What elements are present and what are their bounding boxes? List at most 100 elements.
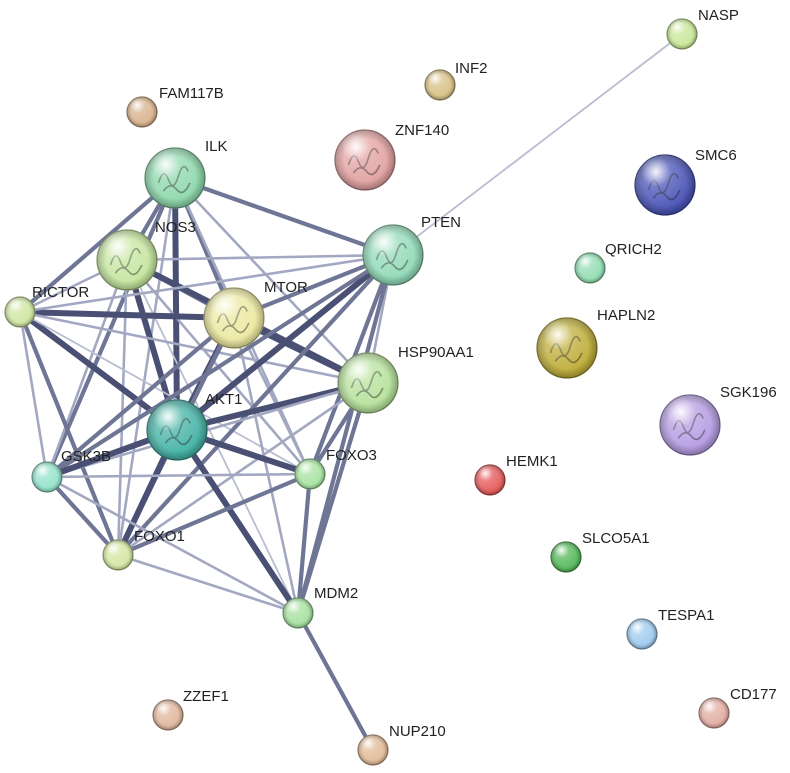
edge-pten-gsk3b: [44, 252, 396, 480]
node-gloss: [358, 735, 388, 765]
node-gloss: [660, 395, 720, 455]
node-label-foxo1: FOXO1: [134, 528, 185, 545]
node-gloss: [145, 148, 205, 208]
node-label-nos3: NOS3: [155, 219, 196, 236]
edge-pten-foxo1: [115, 252, 396, 558]
node-smc6[interactable]: SMC6: [634, 147, 737, 216]
node-label-tespa1: TESPA1: [658, 607, 714, 624]
node-gloss: [127, 97, 157, 127]
edge-gsk3b-foxo1: [44, 474, 121, 558]
node-label-hsp90aa1: HSP90AA1: [398, 344, 474, 361]
node-label-zzef1: ZZEF1: [183, 688, 229, 705]
node-label-znf140: ZNF140: [395, 122, 449, 139]
edge-nos3-mdm2: [126, 259, 299, 614]
node-sgk196[interactable]: SGK196: [659, 384, 777, 456]
node-pten[interactable]: PTEN: [362, 214, 461, 286]
node-fam117b[interactable]: FAM117B: [126, 85, 224, 128]
edge-rictor-foxo1: [17, 309, 121, 558]
edge-hsp90aa1-mdm2: [295, 380, 371, 616]
node-foxo3[interactable]: FOXO3: [294, 447, 377, 490]
node-label-smc6: SMC6: [695, 147, 737, 164]
node-akt1[interactable]: AKT1: [146, 391, 243, 461]
node-gloss: [537, 318, 597, 378]
edge-rictor-gsk3b: [18, 310, 49, 479]
node-rictor[interactable]: RICTOR: [4, 284, 89, 328]
edge-rictor-pten: [18, 253, 395, 314]
node-gloss: [32, 462, 62, 492]
node-qrich2[interactable]: QRICH2: [574, 241, 662, 284]
node-label-mdm2: MDM2: [314, 585, 358, 602]
node-label-foxo3: FOXO3: [326, 447, 377, 464]
edge-foxo3-foxo1: [115, 471, 313, 558]
node-gloss: [147, 400, 207, 460]
edges-layer: [17, 33, 683, 753]
node-cd177[interactable]: CD177: [698, 686, 777, 729]
node-label-ilk: ILK: [205, 138, 228, 155]
node-gloss: [283, 598, 313, 628]
node-label-hemk1: HEMK1: [506, 453, 558, 470]
node-label-rictor: RICTOR: [32, 284, 89, 301]
node-gloss: [699, 698, 729, 728]
edge-nos3-gsk3b: [45, 258, 129, 479]
edge-hsp90aa1-akt1: [174, 380, 371, 433]
node-hsp90aa1[interactable]: HSP90AA1: [337, 344, 474, 414]
node-nos3[interactable]: NOS3: [96, 219, 196, 291]
node-gloss: [667, 19, 697, 49]
edge-mtor-mdm2: [232, 316, 300, 615]
node-mdm2[interactable]: MDM2: [282, 585, 358, 629]
node-gloss: [335, 130, 395, 190]
node-foxo1[interactable]: FOXO1: [102, 528, 185, 571]
node-label-pten: PTEN: [421, 214, 461, 231]
node-gloss: [153, 700, 183, 730]
node-hapln2[interactable]: HAPLN2: [536, 307, 655, 379]
node-gloss: [363, 225, 423, 285]
node-label-slco5a1: SLCO5A1: [582, 530, 650, 547]
edge-foxo3-mdm2: [295, 471, 313, 616]
node-gloss: [475, 465, 505, 495]
edge-akt1-mdm2: [174, 427, 301, 616]
edge-mdm2-nup210: [295, 610, 376, 753]
edge-nos3-foxo1: [116, 258, 129, 557]
node-znf140[interactable]: ZNF140: [334, 122, 449, 191]
node-gloss: [551, 542, 581, 572]
node-gloss: [295, 459, 325, 489]
node-nup210[interactable]: NUP210: [357, 723, 446, 766]
node-gsk3b[interactable]: GSK3B: [31, 448, 111, 493]
edge-rictor-hsp90aa1: [18, 310, 370, 385]
edge-foxo1-mdm2: [116, 553, 300, 615]
node-hemk1[interactable]: HEMK1: [474, 453, 558, 496]
node-gloss: [204, 288, 264, 348]
node-nasp[interactable]: NASP: [666, 7, 739, 50]
edge-gsk3b-mdm2: [45, 475, 300, 615]
node-zzef1[interactable]: ZZEF1: [152, 688, 229, 731]
edge-ilk-foxo1: [116, 176, 177, 557]
node-gloss: [103, 540, 133, 570]
edge-rictor-mtor: [17, 309, 237, 321]
node-label-akt1: AKT1: [205, 391, 243, 408]
node-slco5a1[interactable]: SLCO5A1: [550, 530, 650, 573]
node-gloss: [338, 353, 398, 413]
node-label-fam117b: FAM117B: [159, 85, 224, 102]
node-mtor[interactable]: MTOR: [203, 279, 308, 349]
node-ilk[interactable]: ILK: [144, 138, 228, 209]
node-gloss: [97, 230, 157, 290]
node-label-inf2: INF2: [455, 60, 488, 77]
edge-pten-akt1: [174, 252, 396, 433]
node-tespa1[interactable]: TESPA1: [626, 607, 714, 650]
edge-pten-nasp: [392, 33, 683, 256]
edge-pten-mdm2: [295, 252, 396, 616]
node-label-nasp: NASP: [698, 7, 739, 24]
edge-ilk-rictor: [17, 175, 178, 315]
node-label-gsk3b: GSK3B: [61, 448, 111, 465]
node-label-cd177: CD177: [730, 686, 777, 703]
node-inf2[interactable]: INF2: [424, 60, 488, 101]
node-label-nup210: NUP210: [389, 723, 446, 740]
node-gloss: [575, 253, 605, 283]
node-label-sgk196: SGK196: [720, 384, 777, 401]
edge-gsk3b-foxo3: [45, 472, 312, 479]
node-label-hapln2: HAPLN2: [597, 307, 655, 324]
node-gloss: [425, 70, 455, 100]
node-label-mtor: MTOR: [264, 279, 308, 296]
